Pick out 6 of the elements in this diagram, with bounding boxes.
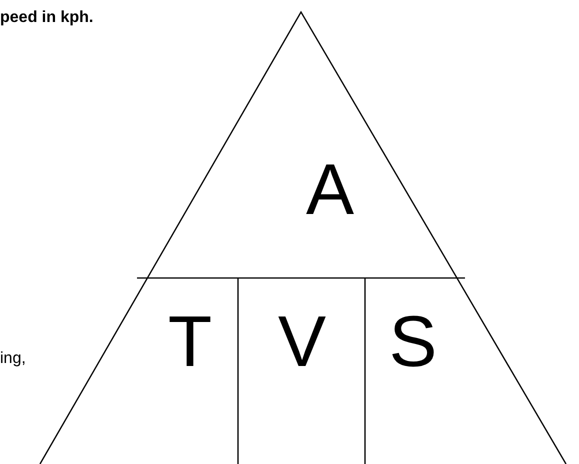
formula-letter: T <box>150 302 230 382</box>
text-fragment: ing, <box>0 350 26 368</box>
formula-letter: A <box>290 150 370 230</box>
formula-letter: S <box>373 302 453 382</box>
formula-letter: V <box>262 302 342 382</box>
text-fragment: peed in kph. <box>0 9 94 27</box>
